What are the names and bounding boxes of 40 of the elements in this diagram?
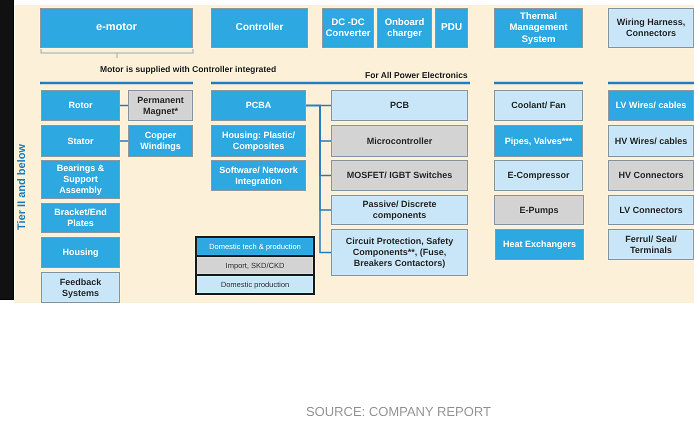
component-box: PCBA: [211, 90, 306, 121]
component-box: Controller: [211, 8, 308, 48]
component-box: E-Compressor: [494, 160, 583, 191]
component-box: MOSFET/ IGBT Switches: [331, 160, 468, 191]
component-box: Rotor: [41, 90, 120, 121]
component-box: DC -DC Converter: [322, 8, 374, 48]
connector-line: [120, 140, 128, 142]
component-box: Microcontroller: [331, 125, 468, 157]
component-box: Pipes, Valves***: [494, 125, 583, 157]
component-box: LV Connectors: [608, 195, 694, 225]
component-box: Circuit Protection, Safety Components**, (Fuse, Breakers Contactors): [331, 229, 468, 276]
component-box: Heat Exchangers: [495, 229, 584, 260]
component-box: HV Connectors: [608, 160, 694, 191]
component-box: Permanent Magnet*: [128, 90, 193, 121]
component-box: Coolant/ Fan: [494, 90, 583, 121]
bracket-note: Motor is supplied with Controller integrated: [100, 64, 276, 74]
component-box: PDU: [435, 8, 468, 48]
connector-line: [306, 104, 331, 254]
axis-label: Tier II and below: [16, 144, 28, 230]
component-box: HV Wires/ cables: [608, 125, 694, 157]
component-box: Feedback Systems: [41, 272, 120, 303]
component-box: Thermal Management System: [494, 8, 583, 48]
component-box: Software/ Network Integration: [211, 160, 306, 191]
component-box: Stator: [41, 125, 120, 157]
component-box: Onboard charger: [377, 8, 432, 48]
component-box: PCB: [331, 90, 468, 121]
component-box: Passive/ Discrete components: [331, 195, 468, 225]
component-box: E-Pumps: [494, 195, 584, 225]
component-box: Wiring Harness, Connectors: [608, 8, 694, 48]
connector-line: [120, 104, 128, 106]
component-box: Copper Windings: [128, 125, 193, 157]
source-note: SOURCE: COMPANY REPORT: [306, 404, 491, 419]
section-heading: For All Power Electronics: [365, 70, 468, 80]
component-box: Ferrul/ Seal/ Terminals: [608, 229, 694, 260]
component-box: LV Wires/ cables: [608, 90, 694, 121]
component-box: Housing: Plastic/ Composites: [211, 125, 306, 157]
component-box: e-motor: [40, 8, 193, 48]
component-box: Bearings & Support Assembly: [41, 160, 120, 199]
component-box: Bracket/End Plates: [41, 203, 120, 233]
component-box: Housing: [41, 237, 120, 268]
